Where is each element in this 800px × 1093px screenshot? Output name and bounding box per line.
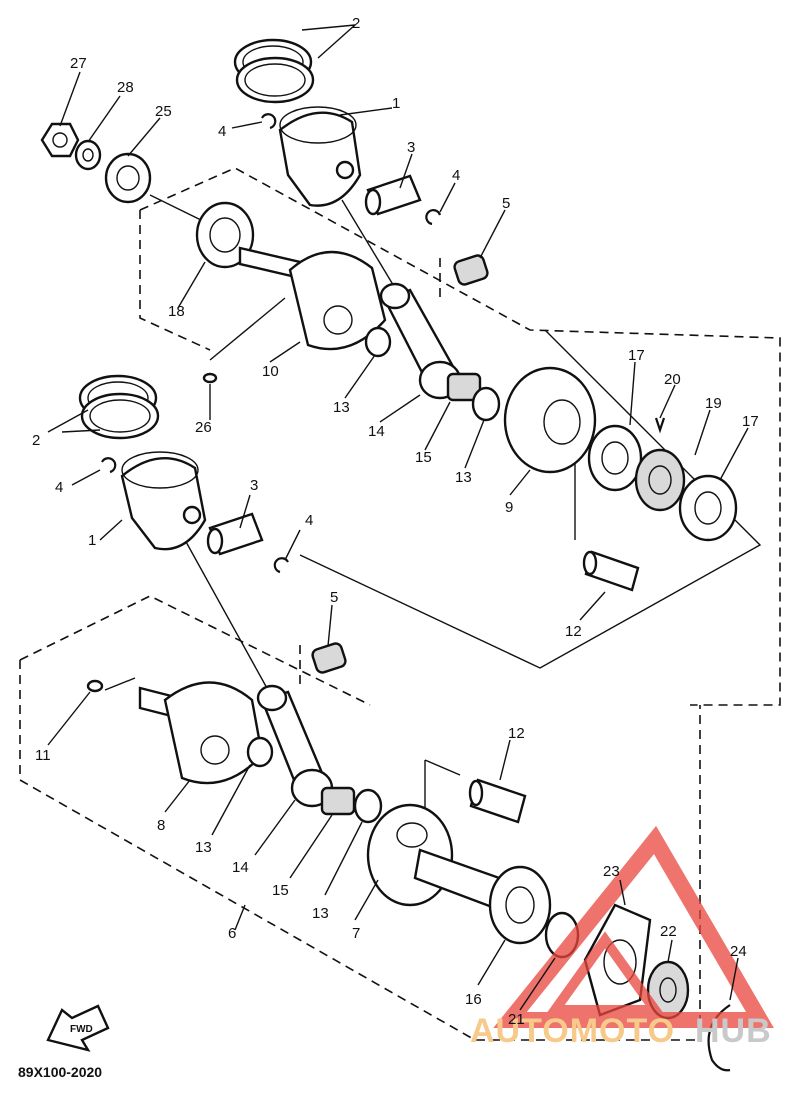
callout-13-c: 13 — [195, 839, 212, 856]
callout-4-c: 4 — [55, 479, 63, 496]
callout-1-lower: 1 — [88, 532, 96, 549]
piston-ring-upper — [233, 38, 315, 104]
bearing-17-a — [587, 424, 643, 492]
callout-26: 26 — [195, 419, 212, 436]
watermark-triangle-inner — [545, 931, 665, 1015]
callout-20: 20 — [664, 371, 681, 388]
callout-17-b: 17 — [742, 413, 759, 430]
crank-pin-12-upper — [582, 550, 640, 592]
circlip-lower-b — [273, 557, 289, 574]
callout-25: 25 — [155, 103, 172, 120]
piston-pin-upper — [364, 174, 422, 216]
callout-27: 27 — [70, 55, 87, 72]
watermark-text-a: AUTOMOTO — [470, 1012, 675, 1050]
bearing-16 — [488, 865, 552, 945]
callout-24: 24 — [730, 943, 747, 960]
callout-28: 28 — [117, 79, 134, 96]
assembly-outline-upper — [139, 167, 781, 706]
crank-web-10 — [288, 250, 387, 351]
washer-28 — [74, 139, 102, 171]
callout-1-upper: 1 — [392, 95, 400, 112]
pin-20 — [654, 417, 666, 434]
circlip-upper-a — [261, 113, 277, 130]
callout-2-upper: 2 — [352, 15, 360, 32]
bearing-17-b — [678, 474, 738, 542]
callout-6: 6 — [228, 925, 236, 942]
callout-15-lower: 15 — [272, 882, 289, 899]
callout-13-b: 13 — [455, 469, 472, 486]
crank-pin-12-lower — [468, 778, 527, 824]
fwd-label: FWD — [70, 1024, 93, 1035]
callout-19: 19 — [705, 395, 722, 412]
callout-13-d: 13 — [312, 905, 329, 922]
assembly-lines — [104, 194, 762, 838]
callout-5-lower: 5 — [330, 589, 338, 606]
crank-web-7 — [366, 803, 507, 912]
callout-2-lower: 2 — [32, 432, 40, 449]
callout-7: 7 — [352, 925, 360, 942]
callout-10: 10 — [262, 363, 279, 380]
callout-leaders — [47, 24, 749, 1011]
callout-23: 23 — [603, 863, 620, 880]
watermark-triangle-outer — [493, 825, 774, 1028]
diagram-code: 89X100-2020 — [18, 1064, 102, 1080]
callout-12-upper: 12 — [565, 623, 582, 640]
callout-3-upper: 3 — [407, 139, 415, 156]
callout-21: 21 — [508, 1011, 525, 1028]
crank-nut — [40, 122, 80, 158]
callout-4-a: 4 — [218, 123, 226, 140]
circlip-upper-b — [425, 209, 442, 226]
oil-seal-25 — [104, 152, 152, 204]
callout-11: 11 — [35, 747, 51, 764]
washer-13-lower-b — [353, 788, 383, 824]
circlip-lower-a — [101, 457, 117, 474]
washer-13-lower-a — [246, 736, 274, 768]
callout-17-a: 17 — [628, 347, 645, 364]
washer-13-upper-b — [471, 386, 501, 422]
piston-lower — [120, 451, 207, 551]
piston-pin-lower — [206, 512, 264, 556]
callout-16: 16 — [465, 991, 482, 1008]
callout-12-lower: 12 — [508, 725, 525, 742]
callout-14-upper: 14 — [368, 423, 385, 440]
callout-18: 18 — [168, 303, 185, 320]
watermark-logo — [493, 825, 774, 1028]
crank-pin-washer-upper — [364, 326, 392, 358]
callout-3-lower: 3 — [250, 477, 258, 494]
key-11 — [86, 679, 104, 693]
labyrinth-seal-19 — [634, 448, 686, 512]
callout-4-d: 4 — [305, 512, 313, 529]
callout-9: 9 — [505, 499, 513, 516]
fwd-arrow: FWD — [46, 1004, 110, 1052]
callout-5-upper: 5 — [502, 195, 510, 212]
needle-bearing-15-upper — [446, 372, 482, 402]
callout-14-lower: 14 — [232, 859, 249, 876]
callout-22: 22 — [660, 923, 677, 940]
callout-8: 8 — [157, 817, 165, 834]
watermark-text-b: HUB — [695, 1012, 772, 1050]
dowel-26 — [202, 372, 218, 384]
crank-web-8 — [163, 681, 264, 785]
needle-bearing-upper — [453, 254, 489, 286]
callout-13-a: 13 — [333, 399, 350, 416]
needle-bearing-15-lower — [320, 786, 356, 816]
callout-4-b: 4 — [452, 167, 460, 184]
piston-ring-lower — [78, 374, 160, 440]
callout-15-upper: 15 — [415, 449, 432, 466]
needle-bearing-lower — [311, 642, 347, 674]
crank-web-9 — [503, 366, 597, 474]
callout-labels: 1 1 2 2 3 3 4 4 4 4 5 5 6 7 8 9 10 11 12… — [32, 15, 759, 1028]
piston-upper — [278, 106, 362, 207]
